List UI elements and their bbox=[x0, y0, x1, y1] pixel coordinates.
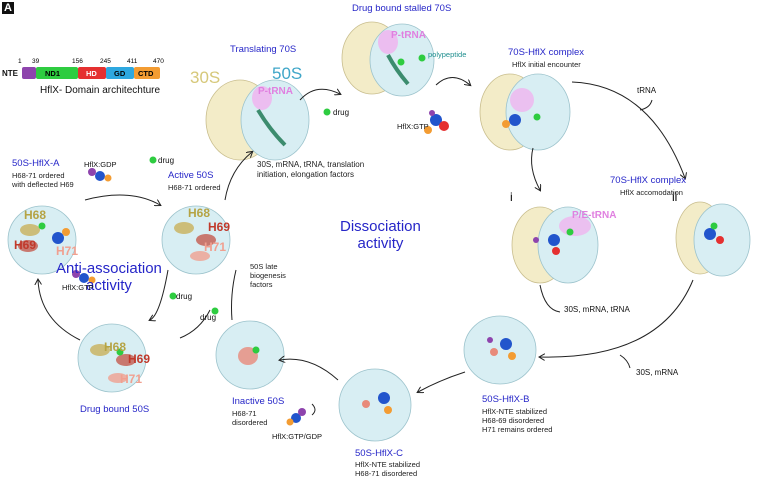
50S-hflx-C-subtitle: HflX-NTE stabilized H68-71 disordered bbox=[355, 460, 421, 478]
domain-architecture-bar bbox=[22, 67, 160, 79]
domain-number-2: 39 bbox=[32, 58, 40, 65]
hflx-gdp-label: HflX:GDP bbox=[84, 160, 117, 169]
roman-i-label: i bbox=[510, 190, 513, 204]
drug-dot-2 bbox=[149, 156, 157, 164]
domain-nte-label: NTE bbox=[2, 69, 18, 78]
50S-hflx-A-subtitle: H68-71 ordered with deflected H69 bbox=[12, 171, 74, 189]
label-50S: 50S bbox=[272, 64, 303, 83]
complex-70S-title: 70S-HflX complex bbox=[508, 47, 585, 58]
h71-label-A: H71 bbox=[56, 244, 79, 258]
inactive-50S-subtitle: H68-71 disordered bbox=[232, 409, 268, 427]
h69-label-drug-bound: H69 bbox=[128, 352, 151, 366]
inactive-50S-title: Inactive 50S bbox=[232, 396, 285, 407]
release-label-2: 30S, mRNA bbox=[636, 368, 679, 377]
domain-number-3: 156 bbox=[72, 58, 83, 65]
complex-70S-subtitle: HflX initial encounter bbox=[512, 60, 581, 69]
domain-hd-label: HD bbox=[86, 69, 97, 78]
ribosome-translating-70S bbox=[205, 79, 310, 161]
polypeptide-label: polypeptide bbox=[428, 50, 467, 59]
ribosome-70S-hflx-initial bbox=[479, 73, 571, 151]
domain-gd-label: GD bbox=[114, 69, 126, 78]
drug-dot-5 bbox=[418, 54, 426, 62]
ribosome-70S-accomodation-ii bbox=[675, 201, 751, 277]
hflx-gtp-label-1: HflX:GTP bbox=[397, 122, 429, 131]
anti-association-label: Anti-association activity bbox=[56, 260, 162, 294]
active-50S-title: Active 50S bbox=[168, 170, 214, 181]
50S-hflx-C-title: 50S-HflX-C bbox=[355, 448, 404, 459]
elongation-factors-label: 30S, mRNA, tRNA, translation initiation,… bbox=[257, 160, 365, 179]
drug-label-3: drug bbox=[176, 292, 193, 301]
release-label-1: 30S, mRNA, tRNA bbox=[564, 305, 630, 314]
dissociation-label: Dissociation activity bbox=[340, 218, 421, 252]
hflx-gtp-gdp-label: HflX:GTP/GDP bbox=[272, 432, 323, 441]
ribosome-stalled-70S bbox=[341, 21, 435, 97]
label-30S: 30S bbox=[190, 68, 221, 87]
ribosome-50S-hflx-A bbox=[7, 205, 77, 275]
50S-hflx-B-subtitle: HflX-NTE stabilized H68-69 disordered H7… bbox=[482, 407, 553, 434]
complex-70S-accom-subtitle: HflX accomodation bbox=[620, 188, 683, 197]
50S-hflx-B-title: 50S-HflX-B bbox=[482, 394, 530, 405]
domain-number-4: 245 bbox=[100, 58, 111, 65]
drug-bound-50S-title: Drug bound 50S bbox=[80, 404, 150, 415]
ribosome-drug-bound-50S bbox=[77, 323, 147, 393]
domain-number-1: 1 bbox=[18, 58, 22, 65]
panel-letter: A bbox=[2, 2, 14, 14]
ribosome-inactive-50S bbox=[215, 320, 285, 390]
roman-ii-label: ii bbox=[672, 190, 678, 204]
drug-dot-3 bbox=[169, 292, 177, 300]
hflx-gtp-gdp-molecule bbox=[286, 408, 306, 426]
drug-label-1: drug bbox=[333, 108, 350, 117]
complex-70S-accom-title: 70S-HflX complex bbox=[610, 175, 687, 186]
h68-label-A: H68 bbox=[24, 208, 47, 222]
active-50S-subtitle: H68-71 ordered bbox=[168, 183, 221, 192]
domain-number-5: 411 bbox=[127, 58, 138, 65]
stalled-70S-title: Drug bound stalled 70S bbox=[352, 3, 452, 14]
drug-label-2: drug bbox=[158, 156, 175, 165]
trna-label: tRNA bbox=[637, 86, 657, 95]
drug-dot-1 bbox=[323, 108, 331, 116]
pathway-arrows bbox=[38, 77, 694, 416]
late-factors-label: 50S late biogenesis factors bbox=[250, 262, 286, 289]
p-trna-label-2: P-tRNA bbox=[391, 30, 426, 41]
h68-label-active: H68 bbox=[188, 206, 211, 220]
ribosome-50S-hflx-C bbox=[338, 368, 412, 442]
hflx-gtp-label-2: HflX:GTP bbox=[62, 283, 94, 292]
domain-caption: HflX- Domain architechture bbox=[40, 85, 161, 96]
hflx-gtp-molecule-1 bbox=[424, 110, 449, 134]
domain-nd1-label: ND1 bbox=[45, 69, 61, 78]
translating-70S-title: Translating 70S bbox=[230, 44, 297, 55]
domain-ctd-label: CTD bbox=[138, 69, 154, 78]
p-trna-label-1: P-tRNA bbox=[258, 86, 293, 97]
h69-label-A: H69 bbox=[14, 238, 37, 252]
drug-label-4: drug bbox=[200, 313, 217, 322]
h68-label-drug-bound: H68 bbox=[104, 340, 127, 354]
hflx-gtp-molecule-2 bbox=[72, 270, 96, 284]
ribosome-active-50S bbox=[161, 205, 231, 275]
hflx-gdp-molecule bbox=[88, 168, 112, 182]
drug-dot-4 bbox=[211, 307, 219, 315]
domain-number-6: 470 bbox=[153, 58, 164, 65]
ribosome-70S-accomodation-i bbox=[511, 206, 599, 284]
h71-label-drug-bound: H71 bbox=[120, 372, 143, 386]
h69-label-active: H69 bbox=[208, 220, 231, 234]
h71-label-active: H71 bbox=[204, 240, 227, 254]
50S-hflx-A-title: 50S-HflX-A bbox=[12, 158, 60, 169]
ribosome-50S-hflx-B bbox=[463, 315, 537, 385]
pe-trna-label: P/E-tRNA bbox=[572, 210, 617, 221]
